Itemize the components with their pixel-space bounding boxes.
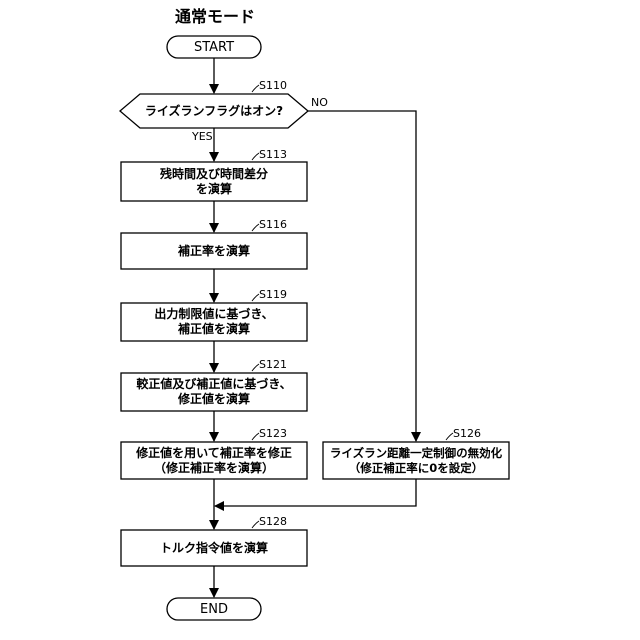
step-text-line: 残時間及び時間差分 bbox=[160, 167, 268, 182]
step-text-line: 較正値及び補正値に基づき、 bbox=[136, 377, 291, 392]
step-text-line: ライズラン距離一定制御の無効化 bbox=[330, 446, 502, 461]
yes-label: YES bbox=[192, 131, 213, 142]
step-id-s116: S116 bbox=[259, 219, 287, 230]
start-label: START bbox=[167, 36, 261, 58]
decision-text: ライズランフラグはオン? bbox=[120, 94, 308, 128]
end-label: END bbox=[167, 598, 261, 620]
diagram-title: 通常モード bbox=[175, 9, 255, 25]
step-text-line: 補正率を演算 bbox=[178, 244, 250, 259]
step-text-s126: ライズラン距離一定制御の無効化 （修正補正率に0を設定） bbox=[323, 442, 509, 479]
step-id-s126: S126 bbox=[453, 428, 481, 439]
step-text-line: 修正値を用いて補正率を修正 bbox=[136, 446, 292, 461]
step-id-s121: S121 bbox=[259, 359, 287, 370]
no-branch-connector bbox=[308, 111, 416, 441]
step-text-line: 修正値を演算 bbox=[178, 392, 250, 407]
step-text-line: （修正補正率を演算） bbox=[154, 461, 274, 476]
step-text-s119: 出力制限値に基づき、 補正値を演算 bbox=[121, 303, 307, 341]
merge-connector bbox=[215, 479, 416, 506]
step-text-s123: 修正値を用いて補正率を修正 （修正補正率を演算） bbox=[121, 442, 307, 479]
step-text-line: （修正補正率に0を設定） bbox=[349, 461, 484, 476]
step-id-s123: S123 bbox=[259, 428, 287, 439]
step-text-s121: 較正値及び補正値に基づき、 修正値を演算 bbox=[121, 373, 307, 411]
step-id-s119: S119 bbox=[259, 289, 287, 300]
step-text-s113: 残時間及び時間差分 を演算 bbox=[121, 162, 307, 201]
step-text-s116: 補正率を演算 bbox=[121, 233, 307, 269]
step-text-line: トルク指令値を演算 bbox=[160, 541, 268, 556]
step-id-s128: S128 bbox=[259, 516, 287, 527]
step-text-line: 出力制限値に基づき、 bbox=[154, 307, 273, 322]
step-id-s110: S110 bbox=[259, 80, 287, 91]
step-id-s113: S113 bbox=[259, 149, 287, 160]
step-text-line: 補正値を演算 bbox=[178, 322, 250, 337]
step-text-s128: トルク指令値を演算 bbox=[121, 530, 307, 566]
step-text-line: を演算 bbox=[196, 182, 232, 197]
no-label: NO bbox=[311, 97, 328, 108]
